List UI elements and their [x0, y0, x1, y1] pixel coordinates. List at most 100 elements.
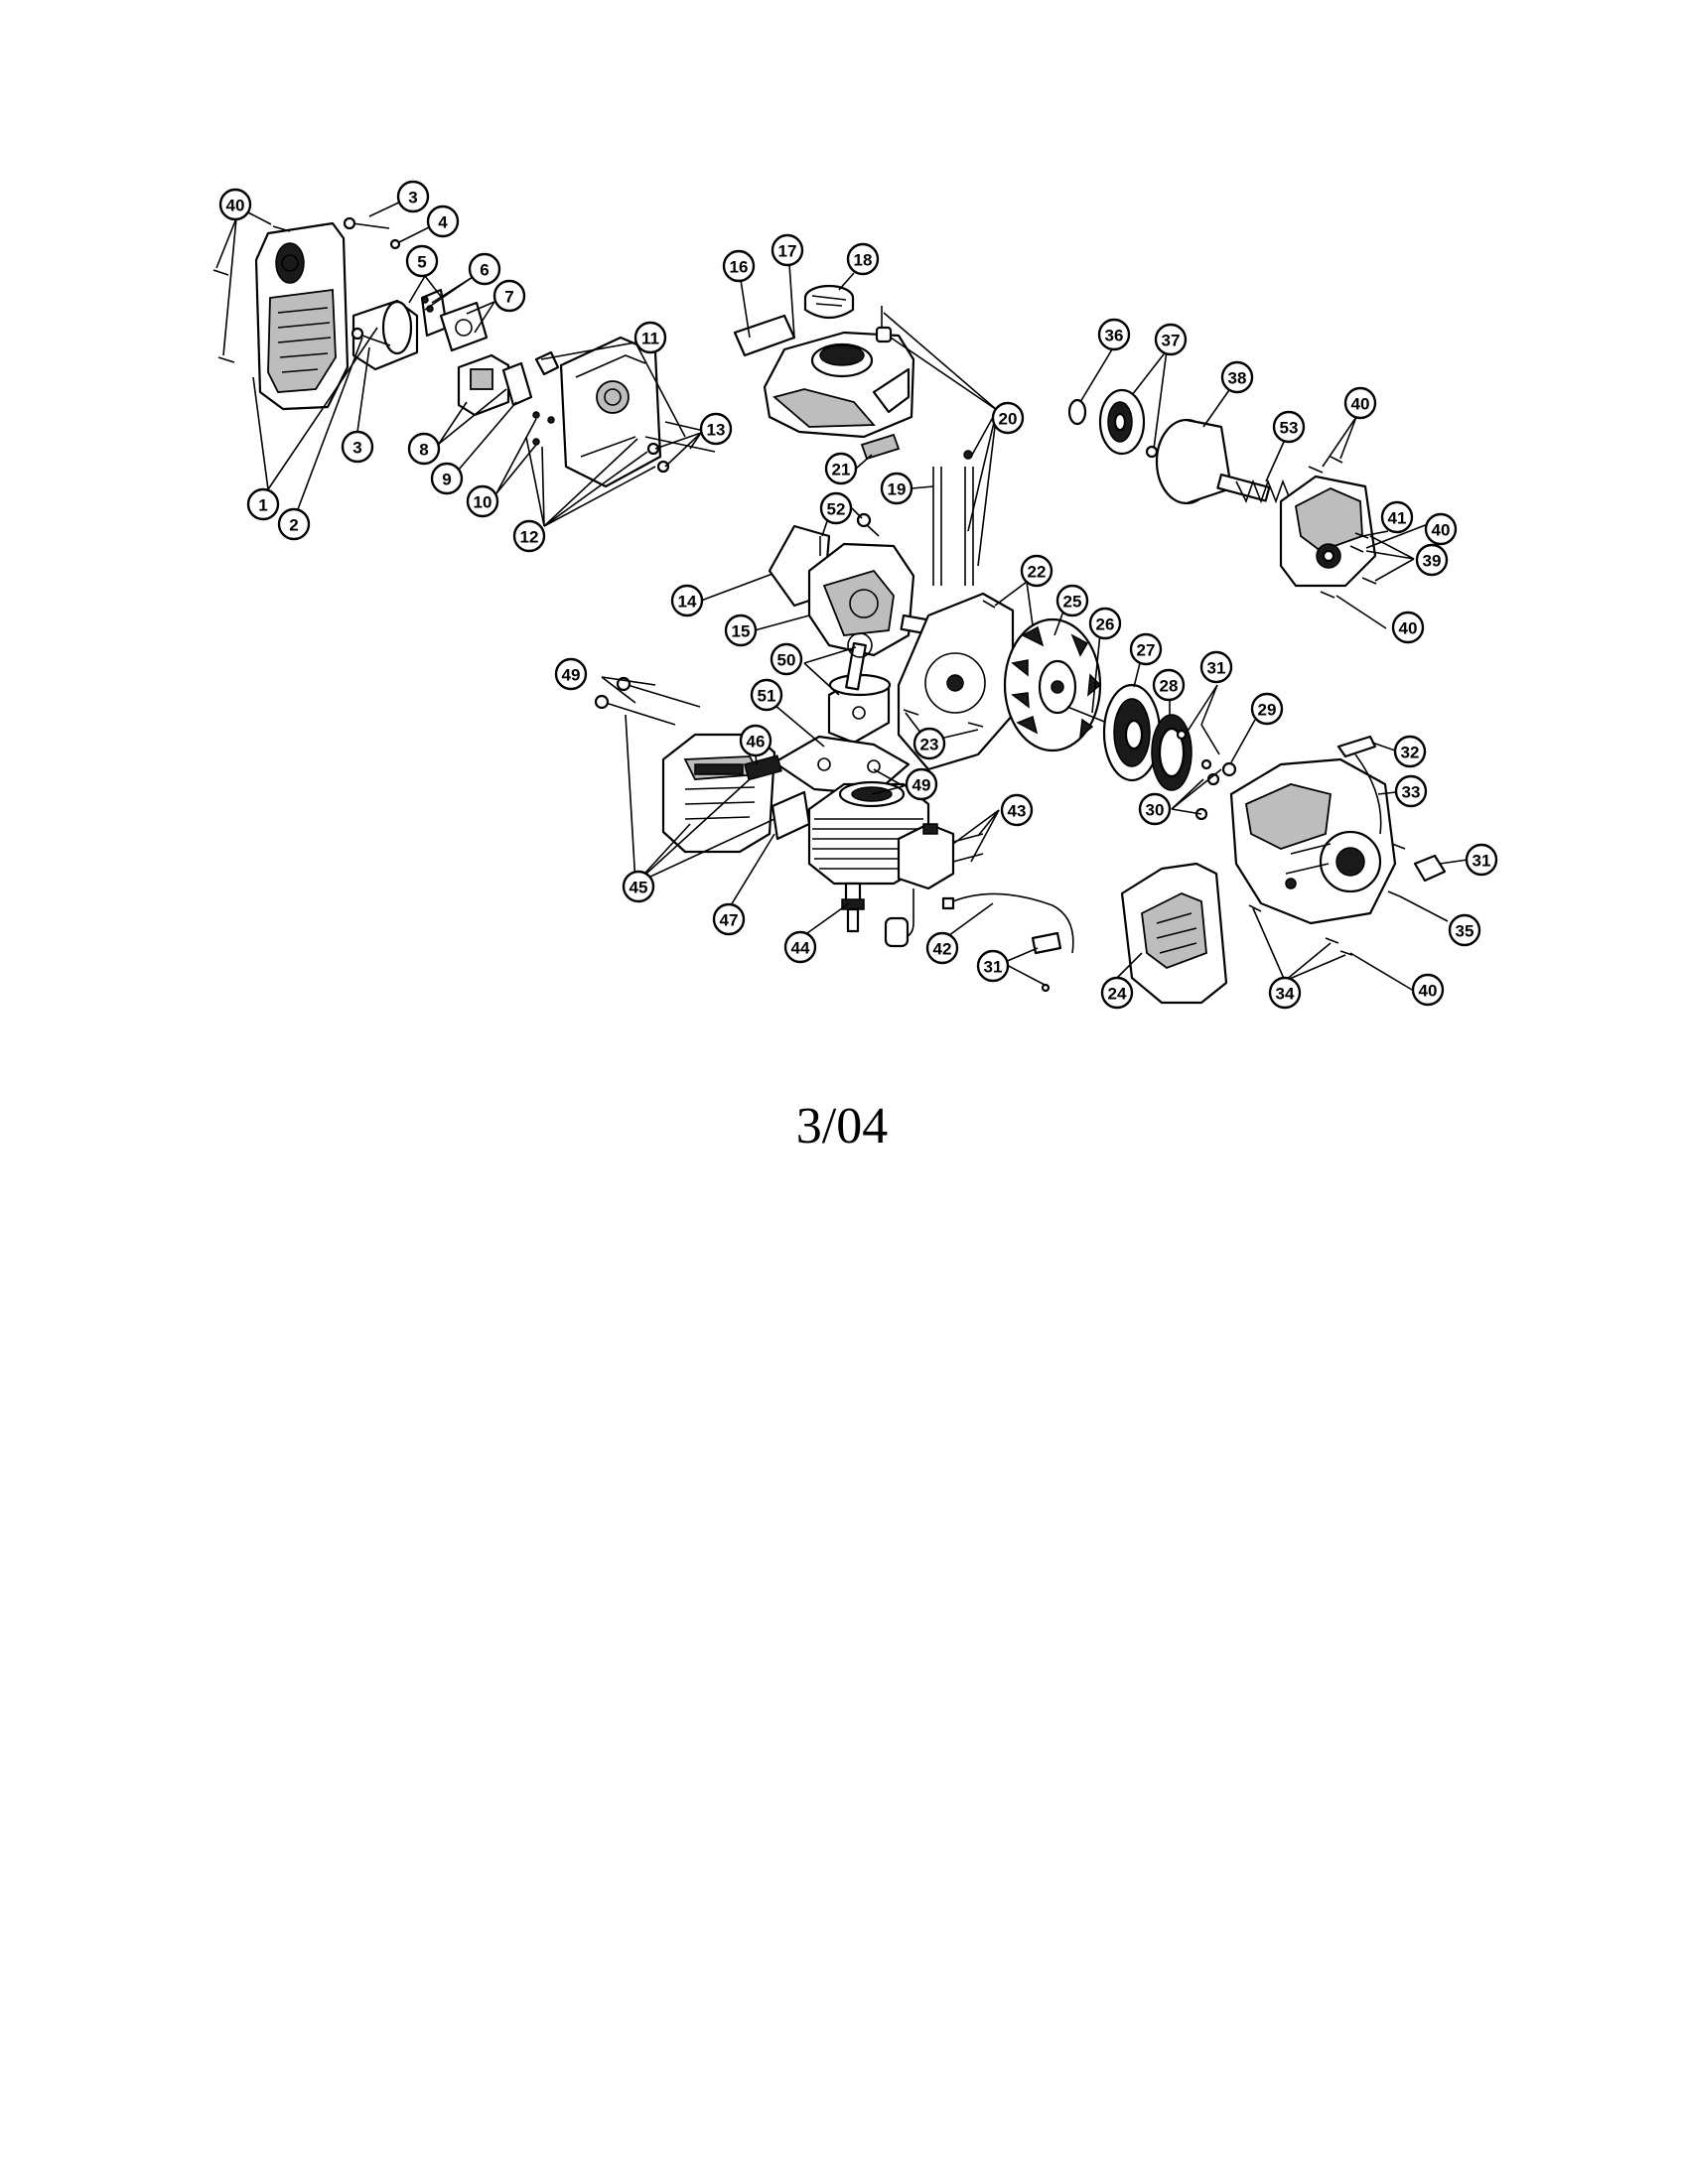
callout-28: 28	[1152, 668, 1186, 702]
callout-circle	[1268, 976, 1302, 1010]
callout-circle	[1220, 360, 1254, 394]
callout-circle	[1465, 843, 1498, 877]
callout-number: 2	[289, 516, 298, 535]
fuel-tank-part	[763, 331, 915, 439]
callout-33: 33	[1394, 774, 1428, 808]
callout-24: 24	[1100, 976, 1134, 1010]
callout-circle	[1391, 611, 1425, 644]
callout-number: 22	[1028, 563, 1047, 582]
piston-connecting-rod-part	[827, 632, 892, 745]
callout-circle	[771, 233, 804, 267]
callout-number: 44	[791, 939, 810, 958]
fuel-filter-part	[875, 306, 974, 586]
callout-circle	[912, 727, 946, 760]
callout-number: 23	[920, 736, 939, 754]
screw-part	[865, 523, 880, 537]
callout-circle	[1020, 554, 1053, 588]
starter-housing-part	[1229, 757, 1397, 925]
callout-4: 4	[426, 205, 460, 238]
drive-spring-part	[1235, 478, 1292, 504]
callout-circle	[1250, 692, 1284, 726]
callout-number: 40	[1351, 395, 1370, 414]
callout-3: 3	[341, 430, 374, 464]
callout-44: 44	[783, 930, 817, 964]
callout-circle	[724, 614, 758, 647]
callout-number: 40	[1432, 521, 1451, 540]
callout-number: 17	[778, 242, 797, 261]
callout-circle	[824, 452, 858, 485]
screws-part	[1248, 843, 1406, 956]
callout-circle	[1100, 976, 1134, 1010]
ground-wire-part	[941, 892, 1074, 993]
callout-9: 9	[430, 462, 464, 495]
callout-31: 31	[976, 949, 1010, 983]
callout-circle	[468, 252, 501, 286]
callout-31: 31	[1465, 843, 1498, 877]
fuel-cap-part	[803, 284, 855, 320]
clutch-drum-part	[1155, 418, 1271, 505]
callout-34: 34	[1268, 976, 1302, 1010]
callout-circle	[976, 949, 1010, 983]
callout-23: 23	[912, 727, 946, 760]
washer-part	[1067, 398, 1087, 426]
callout-17: 17	[771, 233, 804, 267]
callout-number: 12	[520, 528, 539, 547]
callout-number: 1	[258, 496, 267, 515]
callout-number: 10	[474, 493, 492, 512]
callout-number: 28	[1160, 677, 1179, 696]
callout-number: 51	[758, 687, 776, 706]
callout-number: 49	[912, 776, 931, 795]
muffler-gasket-part	[771, 790, 811, 841]
callout-40: 40	[218, 188, 252, 221]
callout-number: 11	[641, 330, 659, 348]
callout-circle	[1343, 386, 1377, 420]
callout-number: 46	[747, 733, 766, 751]
callout-number: 43	[1008, 802, 1027, 821]
screws-part	[212, 225, 291, 363]
callout-circle	[246, 487, 280, 521]
callout-circle	[1152, 668, 1186, 702]
callout-circle	[1415, 543, 1449, 577]
callout-circle	[699, 412, 733, 446]
callout-number: 8	[419, 441, 428, 460]
callout-35: 35	[1448, 913, 1481, 947]
callout-circle	[396, 180, 430, 213]
tank-pad-part	[860, 433, 901, 461]
callout-circle	[905, 767, 938, 801]
callout-number: 27	[1137, 641, 1156, 660]
callout-number: 4	[438, 213, 448, 232]
ignition-module-part	[884, 822, 984, 948]
callout-circle	[1394, 774, 1428, 808]
callout-circle	[1129, 632, 1163, 666]
bolt-part	[351, 222, 390, 229]
callout-31: 31	[1199, 650, 1233, 684]
callout-circle	[722, 249, 756, 283]
leader-lines	[215, 200, 1469, 991]
clutch-part	[1098, 388, 1159, 459]
callout-40: 40	[1343, 386, 1377, 420]
callout-circle	[925, 931, 959, 965]
callout-50: 50	[770, 642, 803, 676]
callout-51: 51	[750, 678, 783, 712]
callout-circle	[1138, 792, 1172, 826]
callout-number: 36	[1105, 327, 1124, 345]
callout-26: 26	[1088, 607, 1122, 640]
callout-45: 45	[622, 870, 655, 903]
callout-number: 6	[480, 261, 489, 280]
callout-41: 41	[1380, 500, 1414, 534]
callout-number: 40	[226, 197, 245, 215]
callout-43: 43	[1000, 793, 1034, 827]
callout-number: 40	[1399, 619, 1418, 638]
starter-spring-part	[1151, 714, 1193, 791]
callout-number: 32	[1401, 744, 1420, 762]
callout-circle	[1199, 650, 1233, 684]
callout-3: 3	[396, 180, 430, 213]
callout-circle	[633, 321, 667, 354]
callout-circle	[750, 678, 783, 712]
callout-circle	[770, 642, 803, 676]
callout-32: 32	[1393, 735, 1427, 768]
callout-circle	[739, 724, 772, 757]
callout-37: 37	[1154, 323, 1188, 356]
callout-circle	[622, 870, 655, 903]
callout-number: 33	[1402, 783, 1421, 802]
